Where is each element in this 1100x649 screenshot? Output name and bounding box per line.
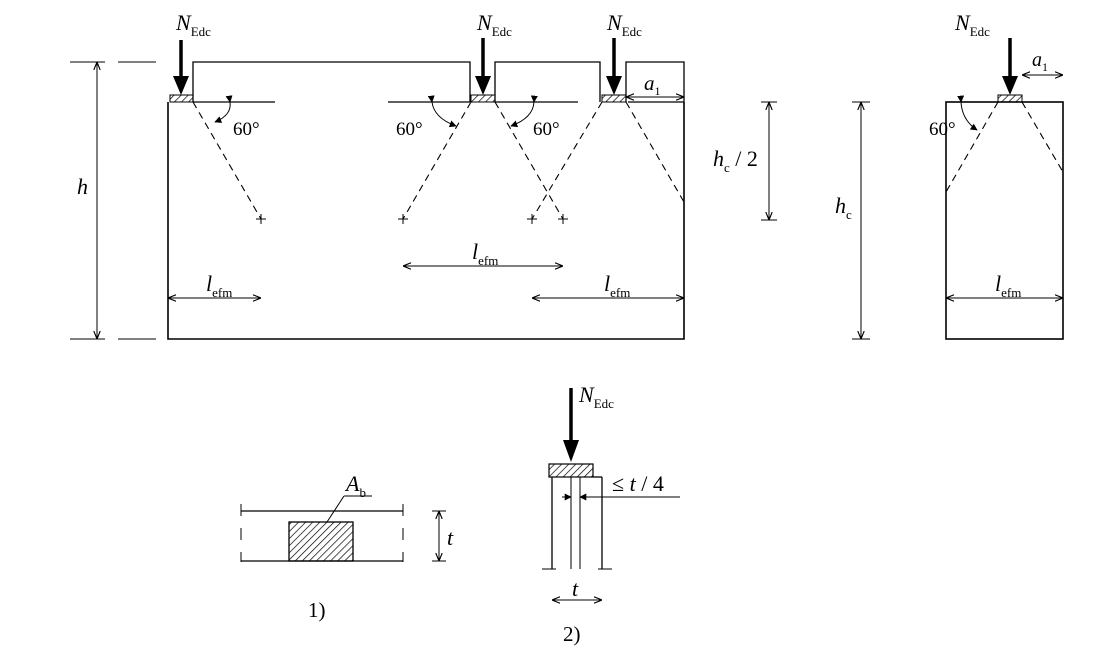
detail-1-plan <box>240 495 404 562</box>
ab-label: Ab <box>344 471 366 500</box>
force-label: NEdc <box>954 10 990 39</box>
t-label: t <box>447 525 454 550</box>
le-t4-label: ≤ t / 4 <box>612 471 664 496</box>
detail-2-section <box>542 463 680 570</box>
force-label: NEdc <box>476 10 512 39</box>
force-arrow <box>606 38 622 95</box>
t-label: t <box>572 576 579 601</box>
hc-dimension <box>852 101 870 340</box>
bearing-plate <box>997 94 1023 103</box>
t-dimension <box>432 510 446 562</box>
angle-arc <box>957 95 978 131</box>
hc-half-dimension <box>761 101 777 221</box>
plus-marker <box>558 214 568 224</box>
plus-marker <box>527 214 537 224</box>
a1-label: a1 <box>1032 49 1048 74</box>
a1-label: a1 <box>644 71 661 98</box>
angle-label: 60° <box>533 119 560 140</box>
upper-beams <box>192 61 685 102</box>
force-label: NEdc <box>606 10 642 39</box>
side-wall <box>945 101 1064 340</box>
angle-arc <box>510 95 538 128</box>
figure-1-label: 1) <box>308 598 326 622</box>
load-spread-lines <box>192 101 685 220</box>
height-dimension <box>70 61 156 340</box>
force-arrow <box>173 40 189 95</box>
hc-half-label: hc / 2 <box>713 146 758 175</box>
bearing-plate <box>470 94 496 103</box>
angle-label: 60° <box>396 119 423 140</box>
bearing-plate <box>169 94 194 103</box>
force-arrow <box>563 388 579 462</box>
plus-marker <box>398 214 408 224</box>
load-spread-lines <box>945 101 1064 193</box>
force-arrow <box>475 38 491 95</box>
lefm-label: lefm <box>206 271 232 300</box>
force-arrow <box>1002 38 1018 95</box>
force-label: NEdc <box>578 382 614 411</box>
hc-label: hc <box>835 193 852 222</box>
plus-marker <box>256 214 266 224</box>
height-label: h <box>77 174 88 199</box>
angle-arc <box>214 95 233 123</box>
lefm-label: lefm <box>995 271 1021 300</box>
figure-2-label: 2) <box>563 622 581 646</box>
angle-label: 60° <box>929 119 956 140</box>
angle-arc <box>427 95 457 128</box>
bearing-plate <box>601 94 627 103</box>
force-label: NEdc <box>175 10 211 39</box>
lefm-label: lefm <box>472 239 498 268</box>
angle-label: 60° <box>233 119 260 140</box>
lefm-label: lefm <box>604 271 630 300</box>
